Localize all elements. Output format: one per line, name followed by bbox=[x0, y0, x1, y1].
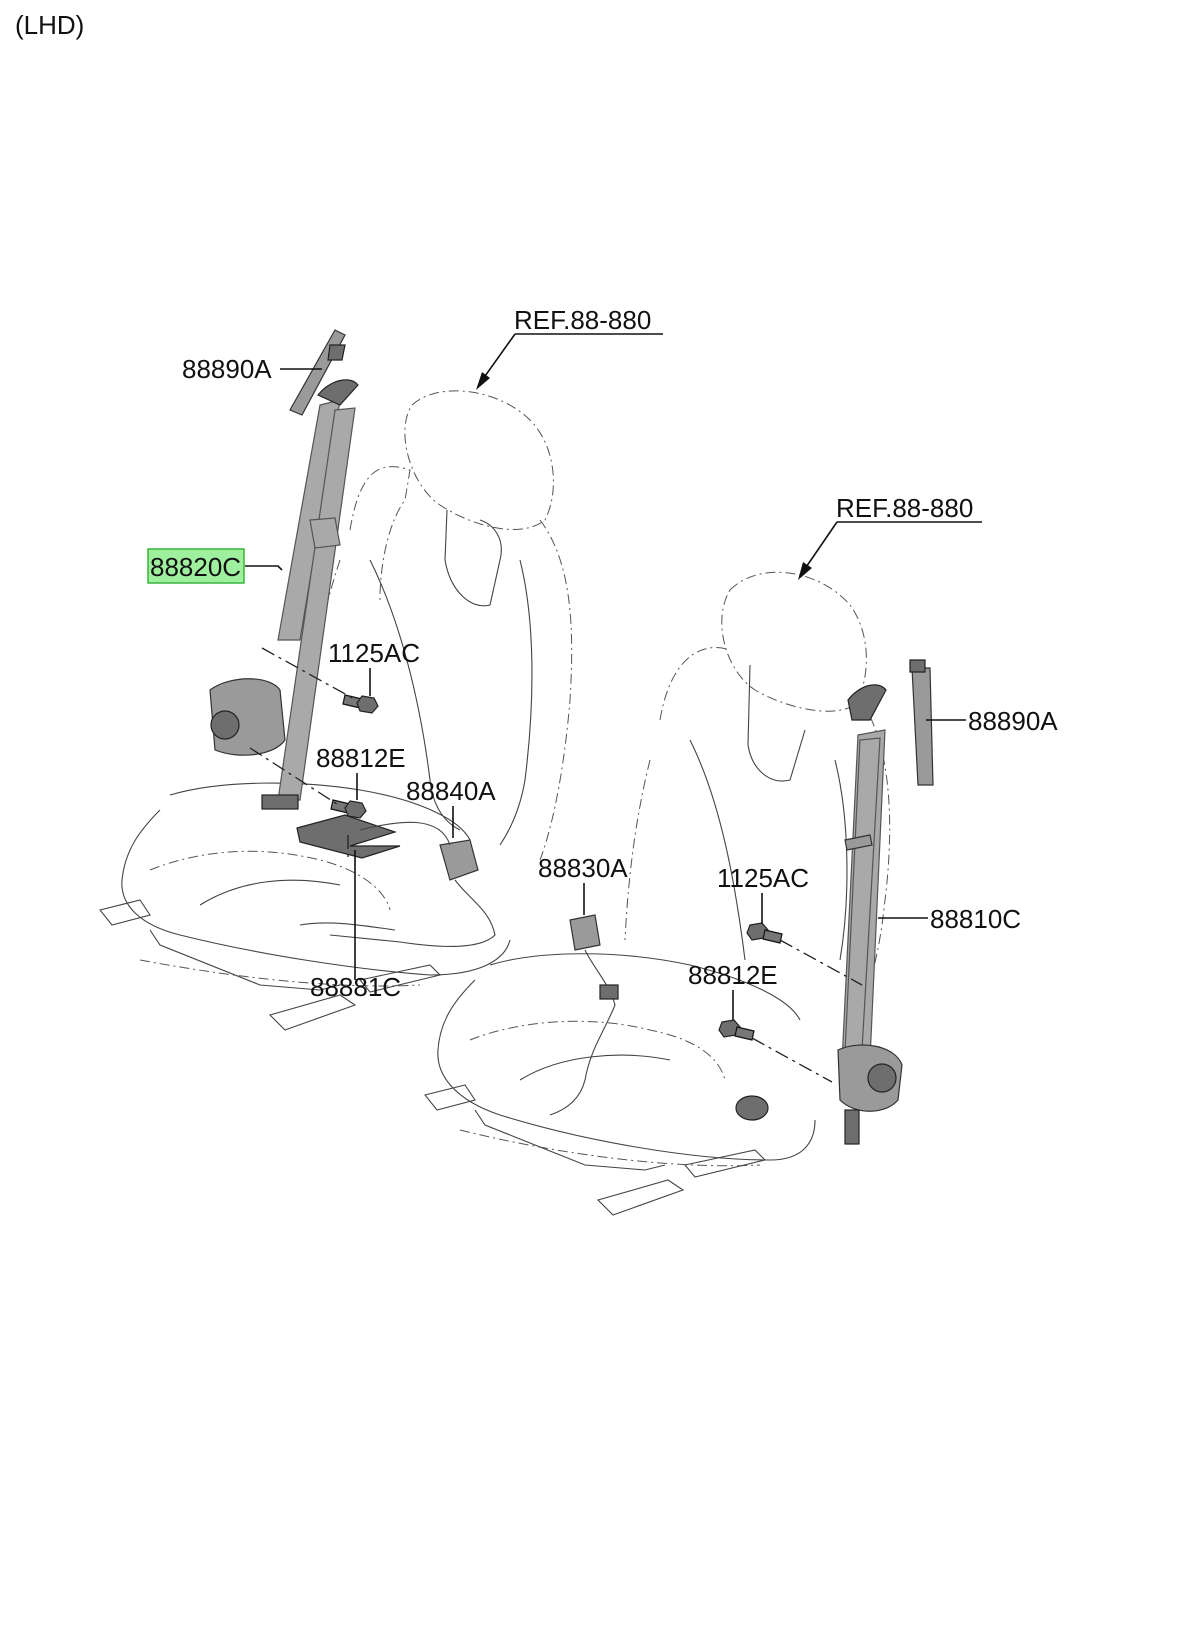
part-label-88812e-right[interactable]: 88812E bbox=[688, 960, 778, 990]
ref-label-right: REF.88-880 bbox=[836, 493, 973, 523]
buckle-88840a-left[interactable] bbox=[299, 821, 496, 948]
leader-lines bbox=[245, 333, 982, 1083]
part-label-88840a[interactable]: 88840A bbox=[406, 776, 496, 806]
part-label-88881c[interactable]: 88881C bbox=[310, 972, 401, 1002]
bolt-88812e-right[interactable] bbox=[718, 1019, 755, 1041]
belt-guide-88890a-right[interactable] bbox=[909, 659, 934, 786]
left-seat-illustration bbox=[99, 390, 573, 1031]
part-label-88810c[interactable]: 88810C bbox=[930, 904, 1021, 934]
part-label-88830a[interactable]: 88830A bbox=[538, 853, 628, 883]
part-label-88890a-right[interactable]: 88890A bbox=[968, 706, 1058, 736]
part-label-88812e-left[interactable]: 88812E bbox=[316, 743, 406, 773]
part-label-88820c[interactable]: 88820C bbox=[150, 552, 241, 582]
ref-label-left: REF.88-880 bbox=[514, 305, 651, 335]
seat-belt-assembly-88810c[interactable] bbox=[837, 684, 903, 1145]
bolt-88812e-left[interactable] bbox=[330, 799, 367, 819]
variant-label: (LHD) bbox=[15, 10, 84, 40]
part-label-1125ac-left[interactable]: 1125AC bbox=[328, 638, 420, 668]
buckle-88830a-right[interactable] bbox=[549, 914, 619, 1116]
part-label-1125ac-right[interactable]: 1125AC bbox=[717, 863, 809, 893]
right-seat-illustration bbox=[424, 571, 891, 1216]
part-label-88890a-left[interactable]: 88890A bbox=[182, 354, 272, 384]
belt-guide-88890a-left[interactable] bbox=[289, 329, 346, 416]
bolt-1125ac-left[interactable] bbox=[342, 694, 379, 714]
bolt-1125ac-right[interactable] bbox=[746, 922, 783, 944]
highlight-box-88820c bbox=[147, 548, 245, 584]
seat-belt-assembly-88820c[interactable] bbox=[209, 379, 359, 810]
